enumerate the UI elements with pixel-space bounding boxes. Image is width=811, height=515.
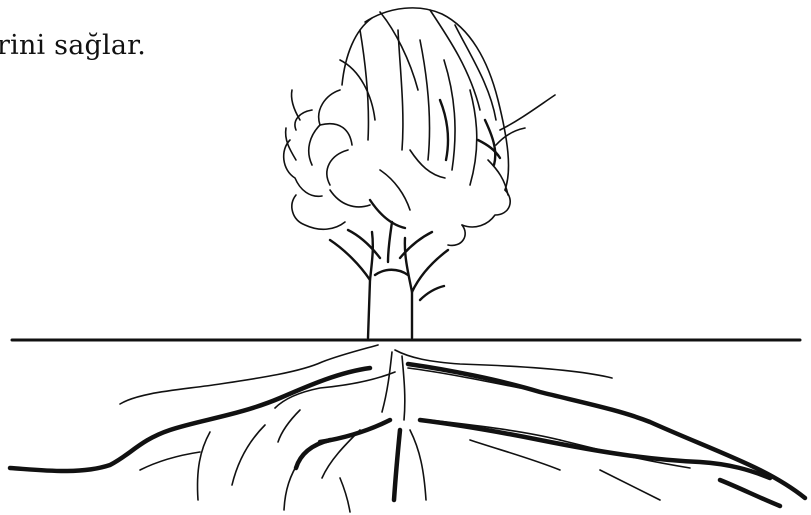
tree-trunk — [330, 222, 448, 338]
tree-crown-shading — [370, 100, 500, 228]
roots-outline — [120, 345, 690, 512]
roots-main — [10, 364, 805, 506]
tree-crown — [284, 8, 555, 246]
